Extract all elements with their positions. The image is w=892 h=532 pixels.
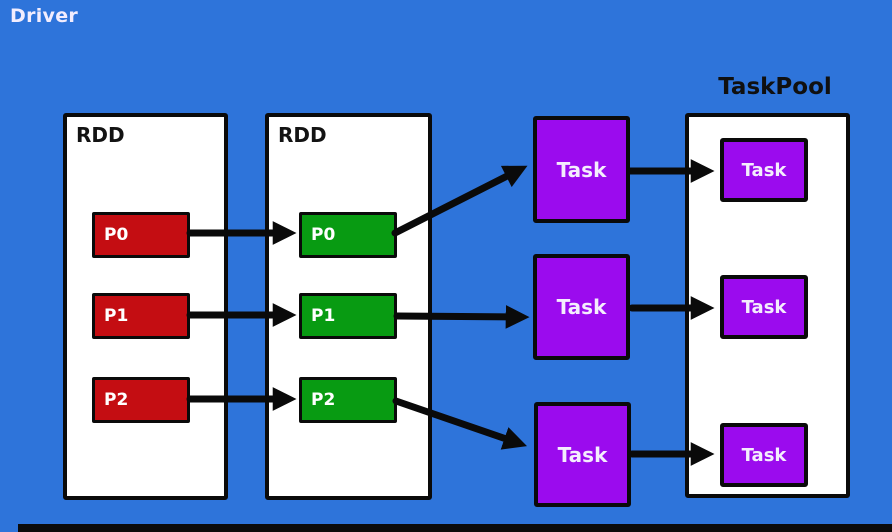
bottom-edge-bar <box>18 524 892 532</box>
rdd-left-partition-p0: P0 <box>92 212 190 258</box>
driver-label: Driver <box>10 5 79 27</box>
rdd-right-partition-p0: P0 <box>299 212 397 258</box>
rdd-left-partition-p2: P2 <box>92 377 190 423</box>
rdd-right-partition-p2: P2 <box>299 377 397 423</box>
taskpool-task-2: Task <box>720 275 808 339</box>
stage-task-2: Task <box>533 254 630 360</box>
rdd-right-box: RDD P0 P1 P2 <box>265 113 432 500</box>
taskpool-title: TaskPool <box>718 74 832 100</box>
taskpool-box: Task Task Task <box>685 113 850 498</box>
stage-task-1: Task <box>533 116 630 223</box>
rdd-right-partition-p1: P1 <box>299 293 397 339</box>
rdd-right-title: RDD <box>278 123 327 147</box>
taskpool-task-3: Task <box>720 423 808 487</box>
rdd-left-box: RDD P0 P1 P2 <box>63 113 228 500</box>
rdd-left-title: RDD <box>76 123 125 147</box>
taskpool-task-1: Task <box>720 138 808 202</box>
stage-task-3: Task <box>534 402 631 507</box>
rdd-left-partition-p1: P1 <box>92 293 190 339</box>
